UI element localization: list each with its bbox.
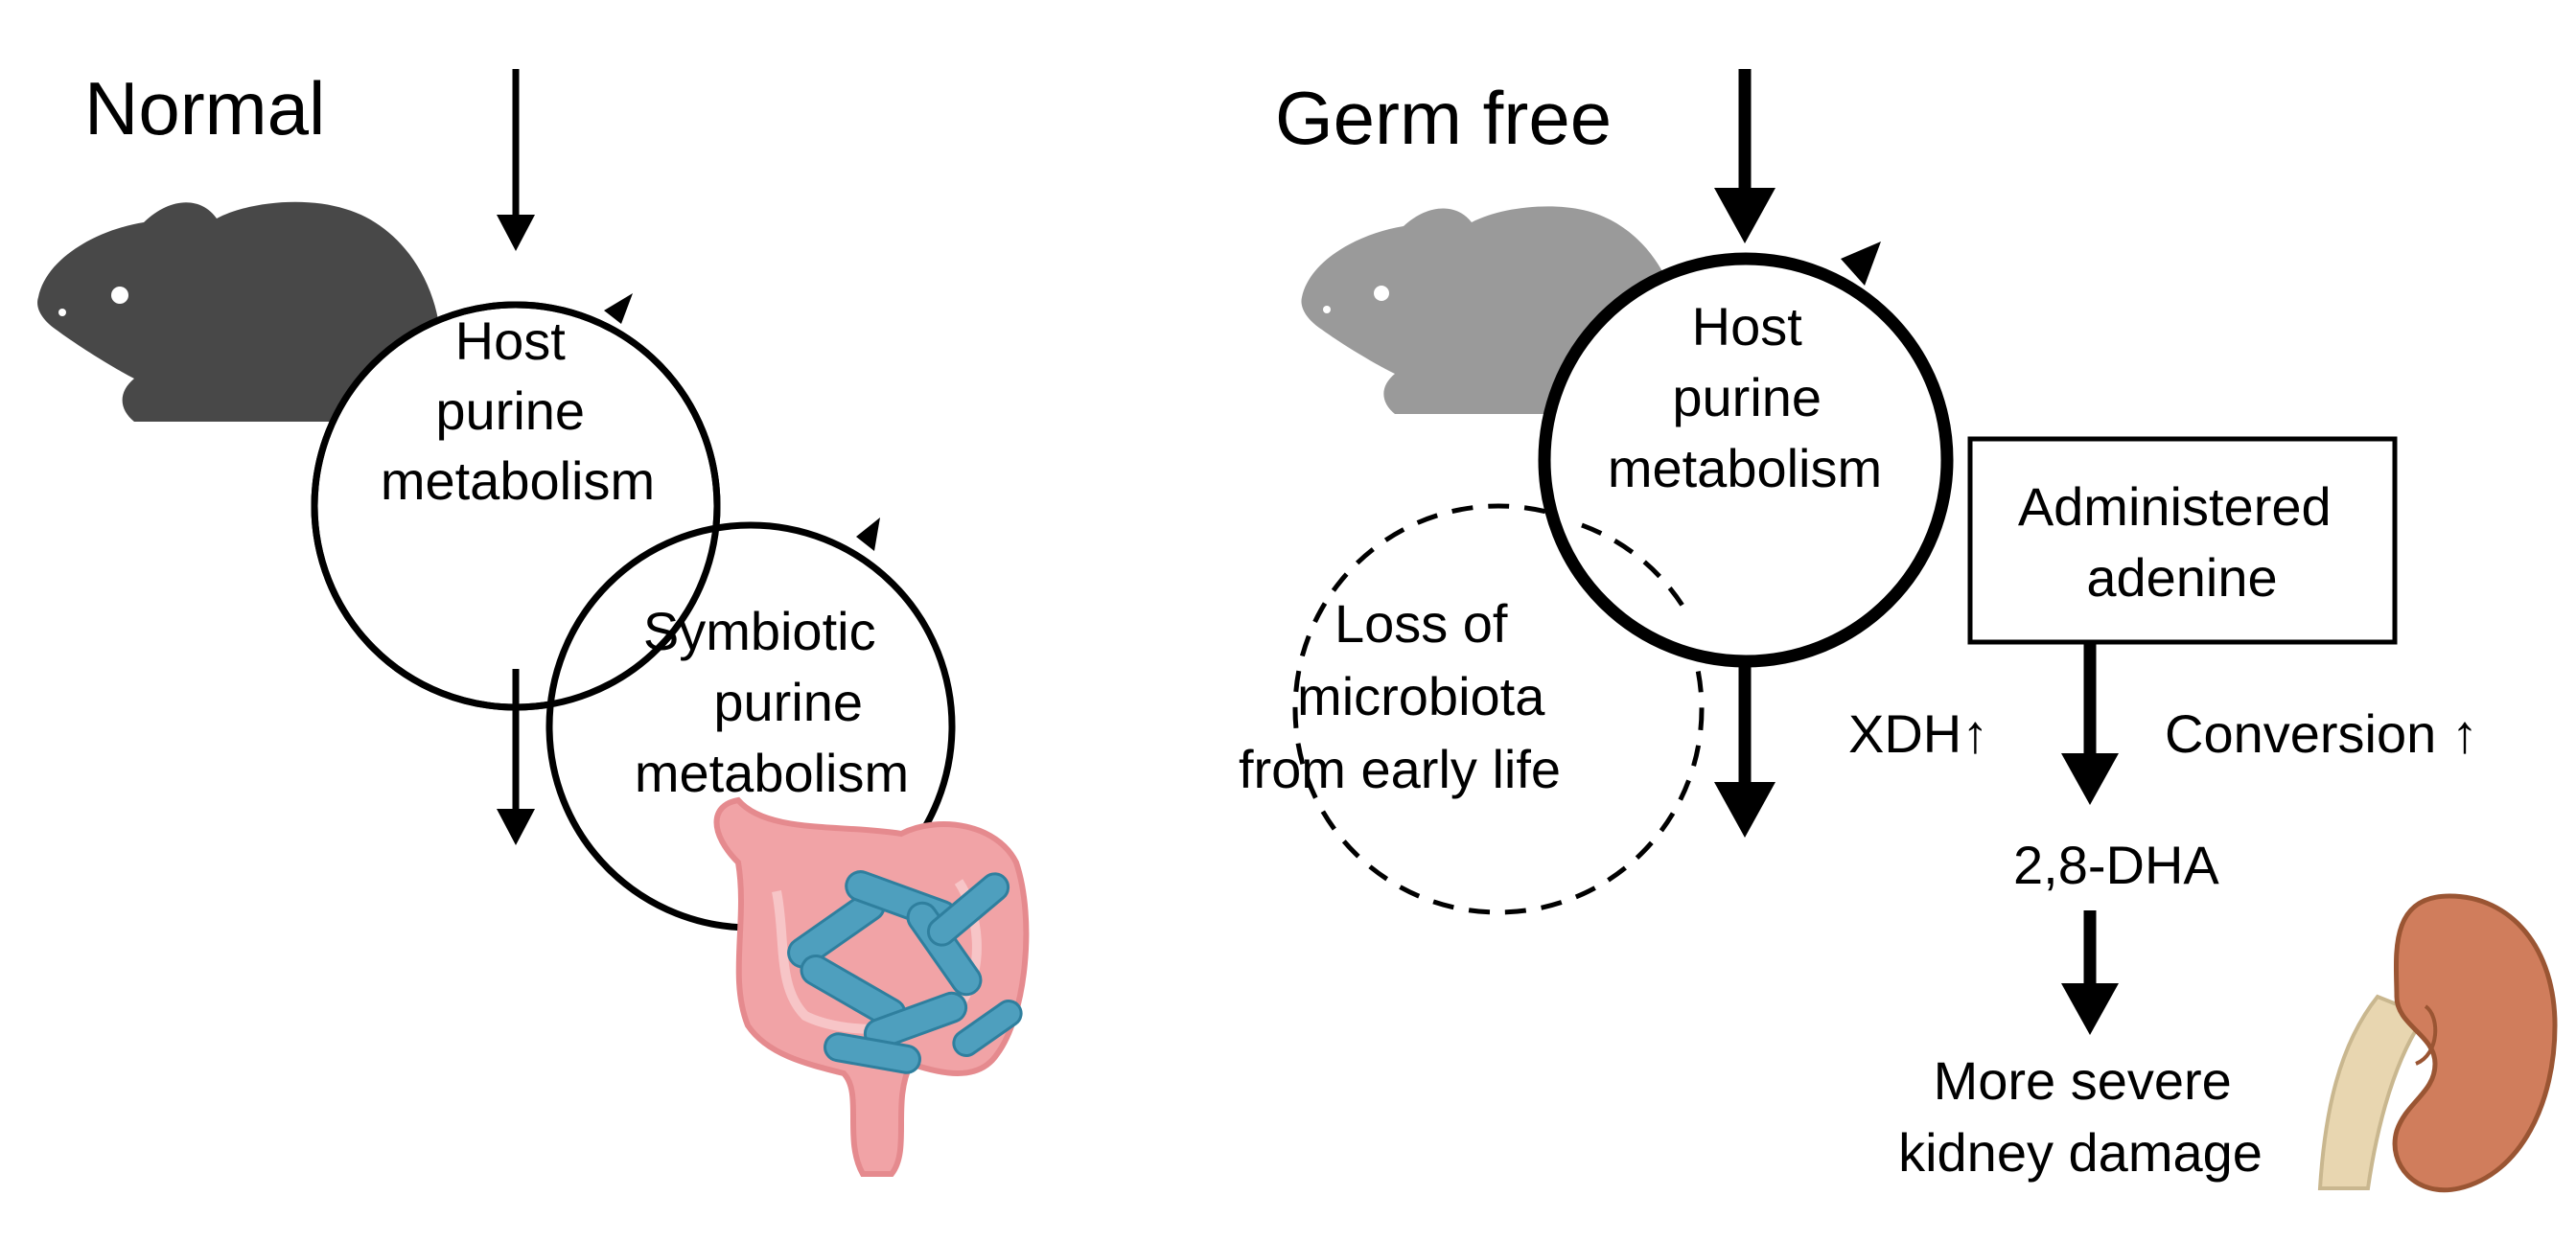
adenine-to-dha-arrowhead — [2061, 753, 2119, 805]
host-circle-label: Host purine metabolism — [381, 310, 655, 511]
symbiotic-circle-arrowhead — [856, 518, 880, 551]
dha-product-label: 2,8-DHA — [2013, 835, 2219, 895]
host-circle-overlap-outline — [311, 301, 721, 711]
germ-free-host-circle-label: Host purine metabolism — [1608, 296, 1882, 498]
germ-free-panel: Germ free Host purine metabolism Loss of… — [1239, 69, 2558, 1193]
kidney-damage-label: More severe kidney damage — [1898, 1050, 2263, 1183]
normal-output-arrowhead — [497, 809, 535, 845]
normal-panel: Normal Host purine metabolism Symbiotic … — [37, 66, 1030, 1177]
administered-adenine-box — [1967, 436, 2398, 645]
administered-adenine-label: Administered adenine — [2018, 476, 2346, 608]
intestine-bacteria-icon — [713, 796, 1030, 1177]
xdh-up-note: XDH↑ — [1848, 703, 1988, 764]
germ-free-output-arrowhead — [1714, 782, 1775, 838]
dha-to-damage-arrowhead — [2061, 983, 2119, 1035]
lost-microbiota-label: Loss of microbiota from early life — [1239, 593, 1561, 799]
host-circle-arrowhead — [604, 293, 633, 324]
lost-microbiota-circle — [1292, 503, 1705, 915]
lost-microbiota-circle-overlap — [1581, 522, 1690, 615]
germ-free-host-circle-arrowhead — [1841, 242, 1881, 286]
normal-input-arrowhead — [497, 215, 535, 251]
symbiotic-circle-label: Symbiotic purine metabolism — [635, 601, 909, 803]
conversion-up-note: Conversion ↑ — [2165, 703, 2478, 764]
kidney-icon — [2317, 893, 2558, 1193]
normal-title: Normal — [84, 66, 325, 150]
germ-free-input-arrowhead — [1714, 188, 1775, 243]
germ-free-title: Germ free — [1275, 76, 1612, 160]
